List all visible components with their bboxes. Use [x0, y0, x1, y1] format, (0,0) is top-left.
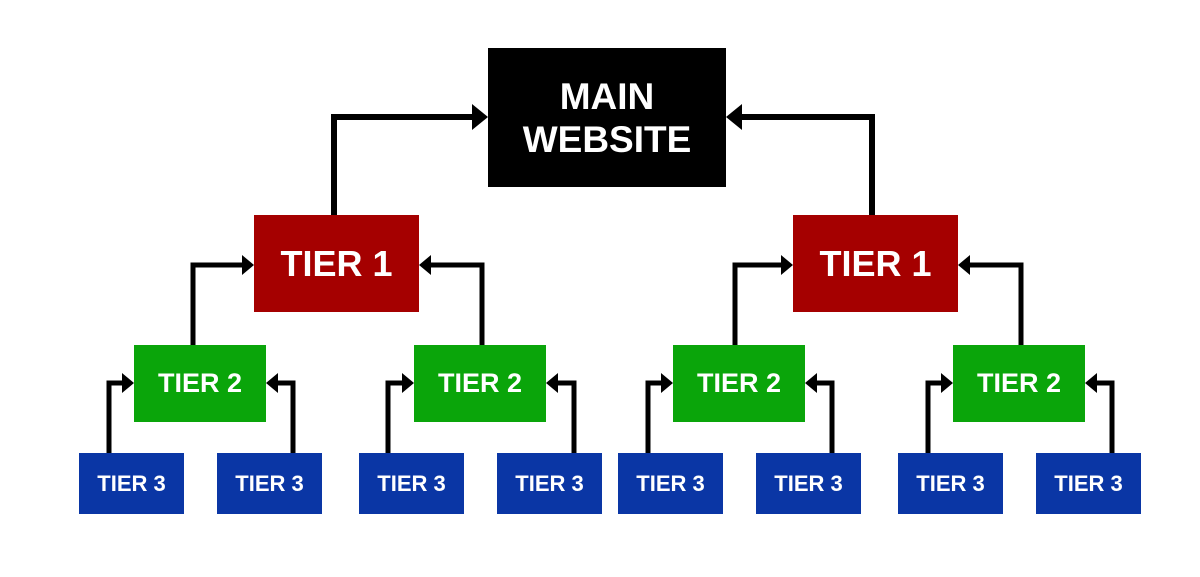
arrow-tier3-5-to-tier2 — [645, 373, 673, 453]
arrowhead-icon — [958, 255, 970, 275]
arrowhead-icon — [419, 255, 431, 275]
connector-line — [558, 380, 577, 453]
connector-line — [742, 114, 875, 215]
tier2-node-2: TIER 2 — [414, 345, 546, 422]
arrow-tier2-1-to-tier1 — [190, 255, 254, 345]
arrowhead-icon — [266, 373, 278, 393]
connector-line — [732, 262, 781, 345]
arrow-tier3-4-to-tier2 — [546, 373, 577, 453]
connector-line — [645, 380, 661, 453]
connector-line — [1097, 380, 1115, 453]
tier3-node-6: TIER 3 — [756, 453, 861, 514]
connector-line — [817, 380, 835, 453]
arrowhead-icon — [726, 104, 742, 130]
connector-line — [431, 262, 485, 345]
arrow-tier3-1-to-tier2 — [106, 373, 134, 453]
tier3-node-4: TIER 3 — [497, 453, 602, 514]
connector-line — [385, 380, 402, 453]
connector-line — [970, 262, 1024, 345]
tier2-node-1: TIER 2 — [134, 345, 266, 422]
connector-line — [190, 262, 242, 345]
tier2-node-4: TIER 2 — [953, 345, 1085, 422]
arrow-tier3-8-to-tier2 — [1085, 373, 1115, 453]
arrowhead-icon — [805, 373, 817, 393]
connector-line — [331, 114, 472, 215]
arrowhead-icon — [122, 373, 134, 393]
arrow-tier3-7-to-tier2 — [925, 373, 953, 453]
arrowhead-icon — [546, 373, 558, 393]
arrowhead-icon — [402, 373, 414, 393]
tier3-node-2: TIER 3 — [217, 453, 322, 514]
arrowhead-icon — [1085, 373, 1097, 393]
arrow-tier2-2-to-tier1 — [419, 255, 485, 345]
main-website-node: MAIN WEBSITE — [488, 48, 726, 187]
arrowhead-icon — [941, 373, 953, 393]
tier3-node-3: TIER 3 — [359, 453, 464, 514]
arrowhead-icon — [472, 104, 488, 130]
arrow-tier3-2-to-tier2 — [266, 373, 296, 453]
arrowhead-icon — [242, 255, 254, 275]
tier3-node-8: TIER 3 — [1036, 453, 1141, 514]
arrowhead-icon — [661, 373, 673, 393]
tier3-node-5: TIER 3 — [618, 453, 723, 514]
connector-line — [106, 380, 122, 453]
arrow-tier3-6-to-tier2 — [805, 373, 835, 453]
tier3-node-7: TIER 3 — [898, 453, 1003, 514]
tier1-node-left: TIER 1 — [254, 215, 419, 312]
arrow-tier2-4-to-tier1 — [958, 255, 1024, 345]
arrow-tier1-left-to-main — [331, 104, 488, 215]
arrow-tier2-3-to-tier1 — [732, 255, 793, 345]
arrow-tier1-right-to-main — [726, 104, 875, 215]
arrow-tier3-3-to-tier2 — [385, 373, 414, 453]
arrowhead-icon — [781, 255, 793, 275]
tier2-node-3: TIER 2 — [673, 345, 805, 422]
tier1-node-right: TIER 1 — [793, 215, 958, 312]
connector-line — [278, 380, 296, 453]
connector-line — [925, 380, 941, 453]
tier3-node-1: TIER 3 — [79, 453, 184, 514]
